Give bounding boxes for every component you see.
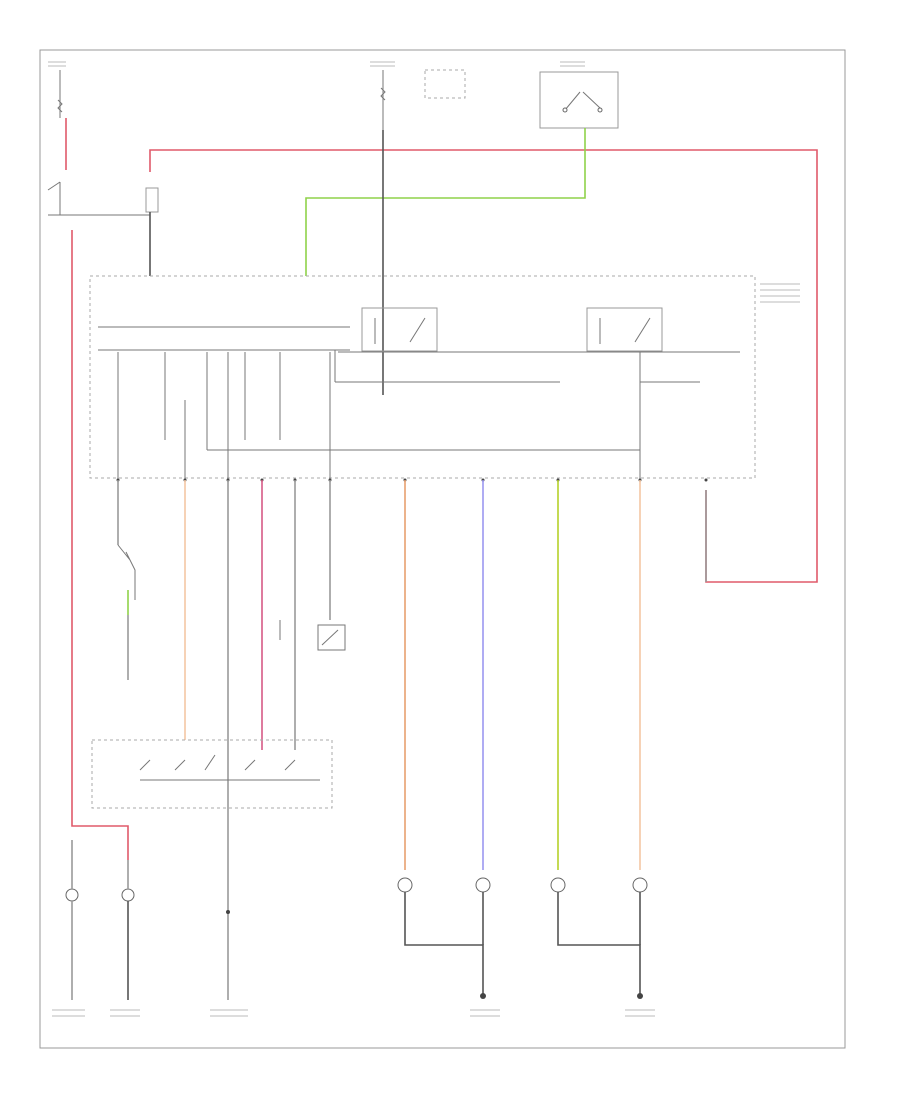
ground-switch-wire — [226, 800, 230, 1000]
control-unit-box — [89, 275, 756, 479]
wire-red-left-long — [71, 230, 129, 860]
headlight-switch-top-right — [539, 71, 619, 129]
wire-green-switch — [305, 128, 586, 276]
headlight-relay-2 — [586, 307, 663, 352]
lamp-left-1 — [65, 840, 79, 1000]
headlight-switch-block — [91, 739, 333, 809]
fuse-top-center — [380, 69, 466, 130]
ground-point-right — [637, 993, 643, 999]
diagram-frame — [39, 49, 846, 1049]
headlamp-left-low — [397, 877, 413, 893]
headlamp-left-high — [475, 877, 491, 893]
headlamp-right-high — [632, 877, 648, 893]
headlamp-right-low — [550, 877, 566, 893]
label-marks — [48, 61, 800, 1017]
fuse-top-left — [57, 70, 63, 118]
headlight-relay-1 — [361, 307, 438, 352]
connector-pins — [116, 478, 708, 482]
ground-point-left — [480, 993, 486, 999]
dimmer-relay-left — [47, 181, 159, 276]
lamp-left-2 — [121, 860, 135, 1000]
